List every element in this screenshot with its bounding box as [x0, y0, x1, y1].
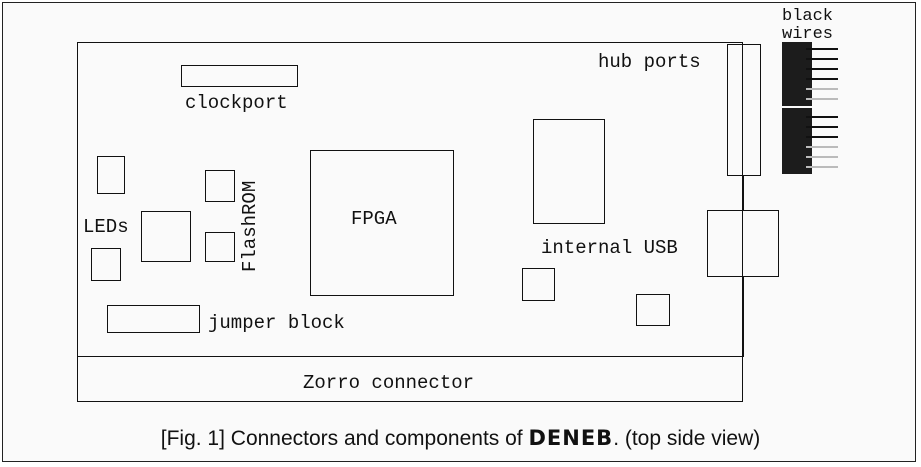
- wire-pin: [806, 58, 838, 60]
- hub-ports-connector: [727, 44, 761, 176]
- black-wires-label-line1: black: [782, 7, 834, 26]
- figure-caption: [Fig. 1] Connectors and components of DE…: [0, 426, 921, 451]
- wire-pin: [806, 146, 838, 148]
- chip-right: [533, 119, 605, 224]
- chip-left: [141, 211, 191, 262]
- small-chip-center: [522, 268, 555, 301]
- black-wires-photo-lower: [782, 108, 812, 174]
- led-lower: [91, 248, 121, 281]
- internal-usb-connector: [707, 210, 779, 277]
- zorro-connector-label: Zorro connector: [303, 372, 475, 394]
- led-upper: [97, 156, 125, 194]
- wire-pin: [806, 98, 838, 100]
- caption-prefix: [Fig. 1] Connectors and components of: [160, 427, 529, 450]
- fpga-label: FPGA: [351, 208, 397, 230]
- caption-suffix: . (top side view): [613, 427, 761, 450]
- wire-pin: [806, 116, 838, 118]
- figure-frame: [2, 2, 916, 462]
- wire-pin: [806, 166, 838, 168]
- jumper-block-label: jumper block: [208, 312, 345, 334]
- black-wires-photo-upper: [782, 42, 812, 106]
- internal-usb-label: internal USB: [541, 237, 678, 259]
- flashrom-chip-upper: [205, 170, 235, 202]
- clockport-label: clockport: [185, 92, 288, 114]
- fpga-chip: [310, 150, 454, 296]
- flashrom-chip-lower: [205, 232, 235, 262]
- zorro-connector: [77, 356, 743, 402]
- small-chip-right: [636, 294, 670, 326]
- flashrom-label: FlashROM: [239, 180, 261, 272]
- clockport-header: [181, 65, 298, 87]
- usb-to-zorro-line: [743, 277, 744, 357]
- wire-pin: [806, 68, 838, 70]
- wire-pin: [806, 78, 838, 80]
- wire-pin: [806, 156, 838, 158]
- leds-label: LEDs: [83, 216, 129, 238]
- jumper-block: [107, 305, 200, 333]
- hub-ports-link-line: [743, 176, 744, 210]
- caption-brand-logo: DENEB: [528, 426, 614, 450]
- wire-pin: [806, 126, 838, 128]
- black-wires-label-line2: wires: [782, 25, 834, 44]
- wire-pin: [806, 48, 838, 50]
- wire-pin: [806, 136, 838, 138]
- hub-ports-label: hub ports: [598, 51, 701, 73]
- wire-pin: [806, 88, 838, 90]
